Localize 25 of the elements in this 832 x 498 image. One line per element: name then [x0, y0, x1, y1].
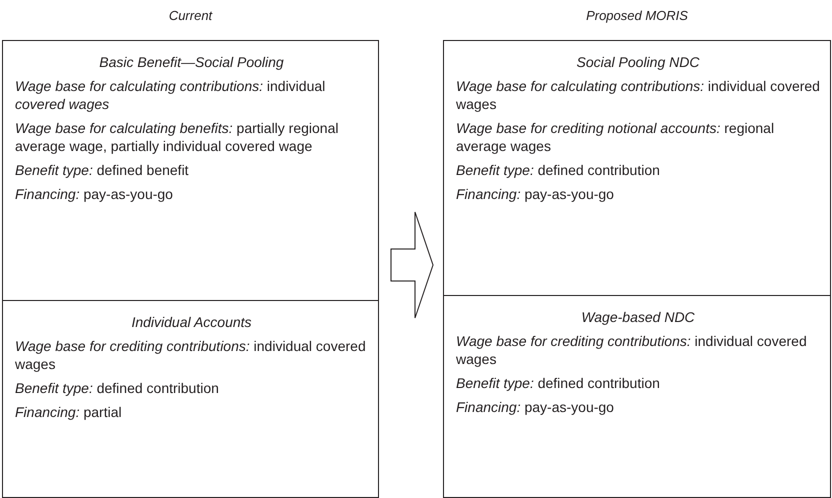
- field-text: Financing: pay-as-you-go: [15, 185, 174, 203]
- field-text: Wage base for calculating benefits: partially regional average wage, partially individual covered wage: [15, 119, 340, 155]
- text-box: [443, 40, 831, 296]
- field-text: Financing: pay-as-you-go: [456, 185, 615, 203]
- field-text: Benefit type: defined benefit: [15, 161, 190, 179]
- field-text: Wage base for crediting notional accounts: regional average wages: [456, 119, 776, 155]
- field-text: Financing: pay-as-you-go: [456, 398, 615, 416]
- field-text: Benefit type: defined contribution: [456, 374, 661, 392]
- column-heading: Proposed MORIS: [585, 8, 689, 23]
- block-arrow: [390, 212, 434, 318]
- field-text: Wage base for crediting contributions: individual covered wages: [15, 337, 367, 373]
- text-box: [443, 295, 831, 498]
- text-box: [2, 40, 379, 301]
- box-heading: Wage-based NDC: [580, 308, 696, 326]
- field-text: Wage base for calculating contributions: individual covered wages: [15, 77, 326, 113]
- field-text: Financing: partial: [15, 403, 123, 421]
- field-text: Wage base for crediting contributions: individual covered wages: [456, 332, 808, 368]
- box-heading: Individual Accounts: [130, 313, 253, 331]
- field-text: Benefit type: defined contribution: [15, 379, 220, 397]
- box-heading: Social Pooling NDC: [576, 53, 700, 71]
- column-heading: Current: [168, 8, 214, 23]
- text-box: [2, 300, 379, 498]
- box-heading: Basic Benefit—Social Pooling: [98, 53, 285, 71]
- field-text: Wage base for calculating contributions: individual covered wages: [456, 77, 820, 113]
- field-text: Benefit type: defined contribution: [456, 161, 661, 179]
